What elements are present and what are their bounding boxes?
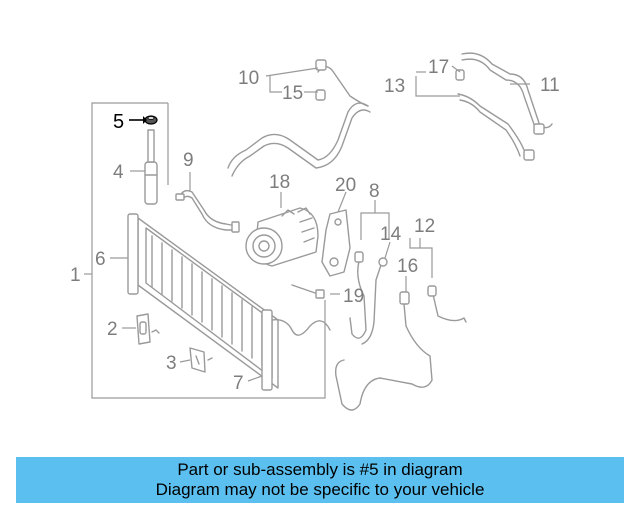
callout-labels: 1 2 3 4 5 6 7 8 9 10 11 12 13 14 15 16 1…	[70, 57, 560, 394]
callout-8: 8	[369, 181, 380, 202]
condenser-group-box	[91, 102, 326, 399]
callout-11: 11	[540, 75, 560, 96]
condenser-core	[127, 213, 331, 391]
hose-part-12	[334, 285, 467, 411]
hose-part-9	[175, 189, 240, 233]
callout-18: 18	[269, 172, 290, 193]
leader-lines	[84, 65, 530, 382]
callout-16: 16	[397, 256, 418, 277]
hose-part-11	[455, 52, 553, 161]
parts-diagram: 1 2 3 4 5 6 7 8 9 10 11 12 13 14 15 16 1…	[70, 52, 560, 411]
callout-12: 12	[414, 216, 435, 237]
hose-part-14	[349, 251, 388, 345]
callout-10: 10	[238, 68, 259, 89]
callout-7: 7	[233, 373, 244, 394]
callout-17: 17	[428, 57, 449, 78]
mount-bracket-part-20	[321, 209, 351, 277]
bolt-part-19	[291, 284, 325, 299]
callout-1: 1	[70, 265, 81, 286]
compressor	[245, 207, 319, 267]
callout-15: 15	[282, 83, 303, 104]
callout-20: 20	[335, 175, 356, 196]
caption-line-1: Part or sub-assembly is #5 in diagram	[177, 460, 463, 479]
callout-14: 14	[380, 224, 402, 245]
receiver-drier	[144, 129, 158, 205]
callout-5: 5	[113, 111, 124, 133]
callout-4: 4	[113, 162, 124, 183]
bracket-part-3	[189, 347, 213, 373]
callout-2: 2	[107, 319, 118, 340]
callout-19: 19	[343, 286, 364, 307]
hose-part-10	[227, 59, 371, 177]
caption-banner: Part or sub-assembly is #5 in diagram Di…	[16, 457, 624, 503]
bracket-part-2	[136, 313, 160, 345]
caption-line-2: Diagram may not be specific to your vehi…	[155, 480, 485, 499]
callout-6: 6	[95, 249, 106, 270]
callout-9: 9	[183, 150, 194, 171]
callout-13: 13	[384, 76, 405, 97]
callout-3: 3	[166, 353, 177, 374]
